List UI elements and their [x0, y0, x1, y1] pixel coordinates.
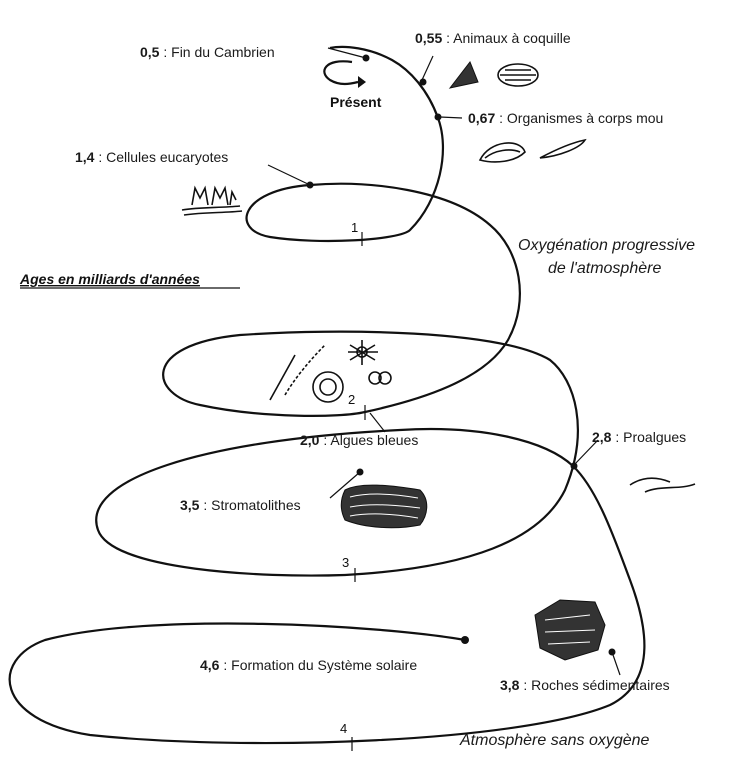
- leader-soft-body: [439, 116, 463, 119]
- dot-eukaryotes: [306, 181, 314, 189]
- soft-body-fossil-icon: [478, 138, 587, 163]
- event-eukaryotes: 1,4 : Cellules eucaryotes: [75, 149, 228, 165]
- dot-cambrian: [362, 54, 370, 62]
- leader-shells: [421, 55, 434, 81]
- tick-label-1: 1: [351, 220, 358, 235]
- dot-formation: [461, 636, 469, 644]
- dot-soft-body: [434, 113, 442, 121]
- dot-stromatolites: [356, 468, 364, 476]
- leader-sedimentary: [611, 651, 621, 676]
- blue-algae-icon: [269, 340, 392, 403]
- tick-label-4: 4: [340, 721, 347, 736]
- present-label: Présent: [330, 94, 382, 110]
- leader-stromatolites: [329, 471, 361, 499]
- region-lower: Atmosphère sans oxygène: [459, 732, 650, 749]
- dot-shells: [419, 78, 427, 86]
- tick-label-2: 2: [348, 392, 355, 407]
- stromatolite-icon: [340, 484, 428, 529]
- present-arrow-icon: [358, 76, 366, 88]
- event-proalgae: 2,8 : Proalgues: [592, 429, 686, 445]
- dot-sedimentary: [608, 648, 616, 656]
- leader-eukaryotes: [267, 164, 311, 186]
- tick-label-3: 3: [342, 555, 349, 570]
- event-shells: 0,55 : Animaux à coquille: [415, 30, 571, 46]
- ages-heading: Ages en milliards d'années: [19, 271, 200, 287]
- event-formation: 4,6 : Formation du Système solaire: [200, 657, 417, 673]
- event-soft-body: 0,67 : Organismes à corps mou: [468, 110, 663, 126]
- dot-proalgae: [570, 462, 578, 470]
- shell-fossil-icon: [448, 60, 539, 89]
- eukaryote-cells-icon: [181, 185, 243, 216]
- leader-blue-algae: [369, 412, 386, 433]
- sedimentary-rock-icon: [534, 599, 606, 661]
- leader-proalgae: [573, 439, 599, 466]
- leader-cambrian: [327, 47, 367, 59]
- event-blue-algae: 2,0 : Algues bleues: [300, 432, 418, 448]
- region-upper-line2: de l'atmosphère: [548, 260, 661, 277]
- event-stromatolites: 3,5 : Stromatolithes: [180, 497, 301, 513]
- event-sedimentary: 3,8 : Roches sédimentaires: [500, 677, 670, 693]
- region-upper-line1: Oxygénation progressive: [518, 237, 695, 254]
- time-spiral: [8, 45, 646, 745]
- event-cambrian: 0,5 : Fin du Cambrien: [140, 44, 275, 60]
- proalgae-icon: [629, 477, 696, 493]
- present-hook: [323, 60, 359, 86]
